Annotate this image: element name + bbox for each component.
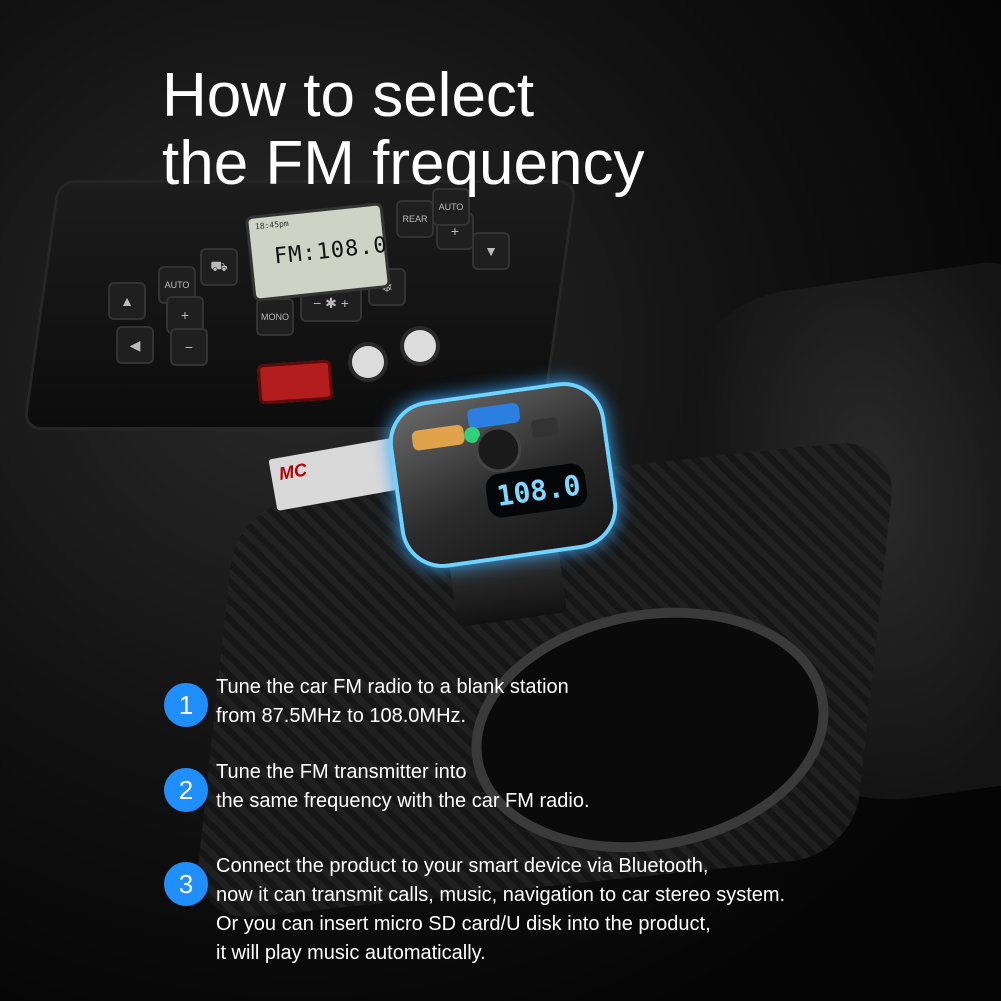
mono-button-label: MONO [256,298,294,336]
badge-logo: MC [277,459,309,484]
fm-transmitter: 108.0 [387,381,619,569]
transmitter-display: 108.0 [483,461,590,520]
title-line-2: the FM frequency [162,129,645,198]
radio-clock: 18:45pm [254,218,290,232]
plus-icon: + [166,296,204,334]
arrow-left-icon: ◀ [116,326,154,364]
step-2-line-2: the same frequency with the car FM radio… [216,790,590,812]
radio-display: 18:45pm FM:108.0 [248,205,389,299]
page-title: How to select the FM frequency [162,62,644,198]
play-pause-icon [530,416,559,439]
car-icon: ⛟ [200,248,238,286]
step-2-line-1: Tune the FM transmitter into [216,761,467,783]
title-line-1: How to select [162,61,535,130]
lock-knob-right [404,330,436,362]
usb-port-qc [411,424,466,452]
usb-port-blue [466,402,521,430]
auto-button-label-right: AUTO [432,188,470,226]
step-1-line-1: Tune the car FM radio to a blank station [216,676,569,698]
minus-icon: − [170,328,208,366]
step-3-line-3: Or you can insert micro SD card/U disk i… [216,913,711,935]
hazard-button [256,359,334,405]
step-1: 1 Tune the car FM radio to a blank stati… [164,676,569,731]
step-1-line-2: from 87.5MHz to 108.0MHz. [216,705,467,727]
step-3: 3 Connect the product to your smart devi… [164,855,786,968]
rear-button-label: REAR [396,200,434,238]
step-3-line-1: Connect the product to your smart device… [216,855,709,877]
tuning-knob [475,426,521,472]
radio-frequency: FM:108.0 [272,232,389,270]
phone-icon [463,425,482,444]
step-2: 2 Tune the FM transmitter into the same … [164,761,590,816]
step-3-line-4: it will play music automatically. [216,942,486,964]
step-2-number: 2 [164,768,208,812]
step-1-number: 1 [164,683,208,727]
step-3-number: 3 [164,862,208,906]
arrow-up-icon: ▲ [108,282,146,320]
lock-knob-left [352,346,384,378]
transmitter-frequency: 108.0 [494,468,583,513]
arrow-down-icon: ▼ [472,232,510,270]
step-3-line-2: now it can transmit calls, music, naviga… [216,884,786,906]
